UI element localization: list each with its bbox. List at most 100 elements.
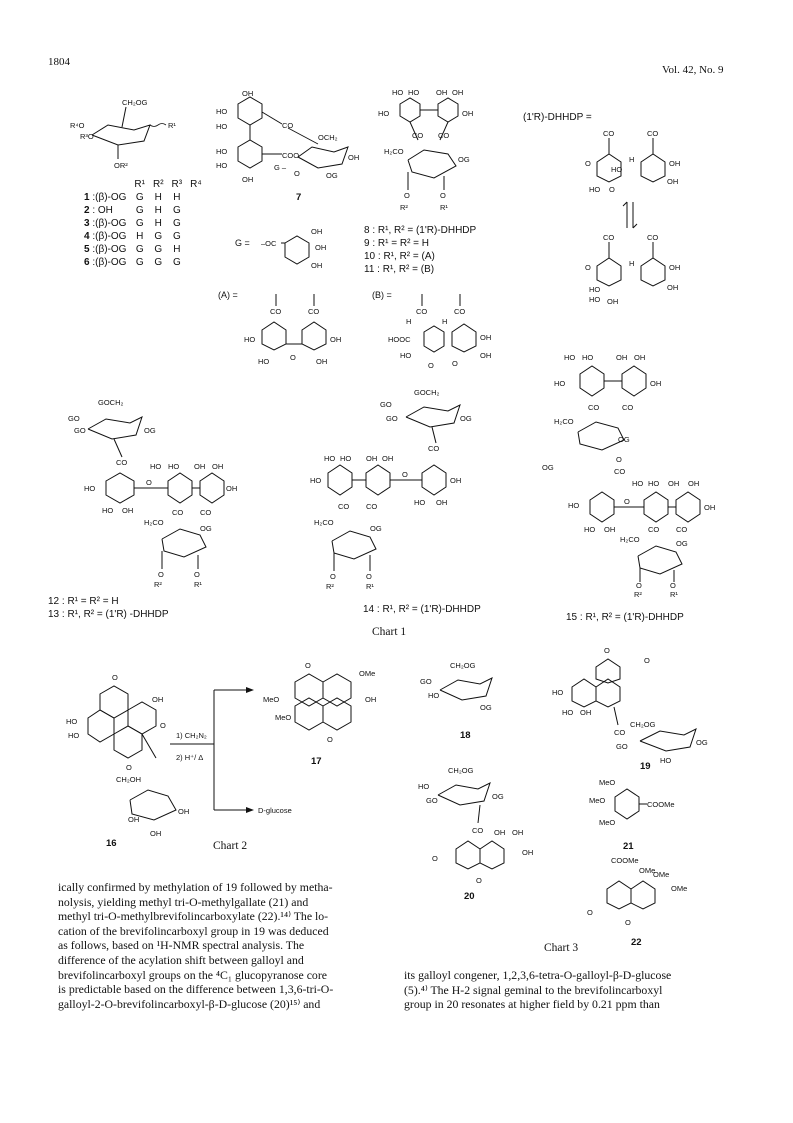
structure-compound-17: O OMe OH MeO MeO O 17 [255,660,395,770]
svg-text:OG: OG [696,738,708,747]
svg-text:HO: HO [68,731,79,740]
svg-text:OH: OH [128,815,139,824]
svg-text:O: O [585,159,591,168]
svg-text:OH: OH [604,525,615,534]
svg-text:OH: OH [311,227,322,236]
or2-label: OR² [114,161,128,170]
svg-text:COOMe: COOMe [611,856,639,865]
text-line: cation of the brevifolincarboxyl group i… [58,923,329,938]
svg-text:OH: OH [436,88,447,97]
svg-text:CO: CO [428,444,439,453]
svg-text:OH: OH [650,379,661,388]
svg-text:HO: HO [568,501,579,510]
svg-text:COOMe: COOMe [647,800,675,809]
svg-text:OH: OH [668,479,679,488]
svg-text:O: O [624,497,630,506]
svg-text:OH: OH [480,333,491,342]
svg-text:O: O [146,478,152,487]
svg-text:H: H [406,317,411,326]
svg-text:OH: OH [669,159,680,168]
svg-text:HO: HO [554,379,565,388]
svg-text:CO: CO [412,131,423,140]
svg-text:CO: CO [338,502,349,511]
compound-8-11-legend: 8 : R¹, R² = (1'R)-DHHDP 9 : R¹ = R² = H… [364,224,476,276]
structure-b: (B) = CO CO H H HOOC OH HO OH O O [372,288,522,373]
svg-text:OH: OH [194,462,205,471]
svg-text:OH: OH [311,261,322,270]
svg-text:H₂CO: H₂CO [144,518,164,527]
svg-text:CO: CO [282,121,293,130]
svg-text:HO: HO [648,479,659,488]
svg-text:H₂CO: H₂CO [620,535,640,544]
chart-1-caption: Chart 1 [372,626,407,638]
svg-text:OH: OH [452,88,463,97]
svg-text:O: O [432,854,438,863]
svg-text:HO: HO [552,688,563,697]
a-definition: (A) = [218,290,238,300]
svg-text:OG: OG [542,463,554,472]
svg-text:CH₂OG: CH₂OG [448,766,474,775]
r3o-label: R³O [80,132,94,141]
table-header-r2: R² [152,179,164,190]
text-line: group in 20 resonates at higher field by… [404,997,660,1012]
compound-9-label: 9 : R¹ = R² = H [364,238,430,249]
svg-text:OG: OG [492,792,504,801]
svg-text:CO: CO [622,403,633,412]
svg-text:OH: OH [688,479,699,488]
svg-text:CO: CO [200,508,211,517]
structure-a: (A) = CO CO HO OH HO O OH [218,288,363,368]
text-line: difference of the acylation shift betwee… [58,952,304,967]
svg-text:CH₂OH: CH₂OH [116,775,141,784]
compound-15-label: 15 : R¹, R² = (1'R)-DHHDP [566,612,684,623]
svg-text:HO: HO [564,353,575,362]
svg-text:O: O [327,735,333,744]
svg-text:OH: OH [348,153,359,162]
svg-text:R¹: R¹ [366,582,374,591]
ch2og-label: CH₂OG [122,98,148,107]
svg-text:GOCH₂: GOCH₂ [414,388,440,397]
svg-text:HO: HO [216,147,227,156]
svg-text:R¹: R¹ [670,590,678,599]
svg-text:H: H [629,155,634,164]
structure-compound-22: COOMe OMe OMe OMe O O 22 [585,855,725,950]
body-text-right: its galloyl congener, 1,2,3,6-tetra-O-ga… [404,968,734,1012]
svg-text:CO: CO [116,458,127,467]
svg-text:OH: OH [669,263,680,272]
svg-text:HO: HO [584,525,595,534]
svg-text:O: O [452,359,458,368]
svg-text:R²: R² [634,590,642,599]
svg-text:HO: HO [216,161,227,170]
svg-text:CO: CO [614,728,625,737]
svg-text:OH: OH [580,708,591,717]
svg-text:O: O [294,169,300,178]
svg-text:GO: GO [616,742,628,751]
svg-text:O: O [126,763,132,772]
svg-text:O: O [609,185,615,194]
r4o-label: R⁴O [70,121,85,130]
structure-chart-2-reaction: O OH HO O HO O CH₂OH OH OH OH 16 1) CH₂N… [60,670,390,850]
compound-7-label: 7 [296,192,301,203]
compound-10-label: 10 : R¹, R² = (A) [364,251,435,262]
body-text-left: ically confirmed by methylation of 19 fo… [58,880,378,1011]
structure-compound-7: OH HO HO HO HO OH CO OCH₂ COO G – O OG O… [208,89,368,207]
compound-13-label: 13 : R¹, R² = (1'R) -DHHDP [48,609,169,620]
svg-text:HO: HO [244,335,255,344]
svg-text:OH: OH [616,353,627,362]
text-line: ically confirmed by methylation of 19 fo… [58,880,333,894]
svg-text:OH: OH [316,357,327,366]
text-line: brevifolincarboxyl groups on the ⁴C₁ glu… [58,967,327,982]
text-line: galloyl-2-O-brevifolincarboxyl-β-D-gluco… [58,996,321,1011]
svg-text:MeO: MeO [589,796,605,805]
svg-text:O: O [366,572,372,581]
b-definition: (B) = [372,290,392,300]
svg-text:OH: OH [480,351,491,360]
svg-text:OG: OG [144,426,156,435]
compound-18-label: 18 [460,730,471,741]
svg-text:OMe: OMe [359,669,375,678]
svg-text:HO: HO [582,353,593,362]
